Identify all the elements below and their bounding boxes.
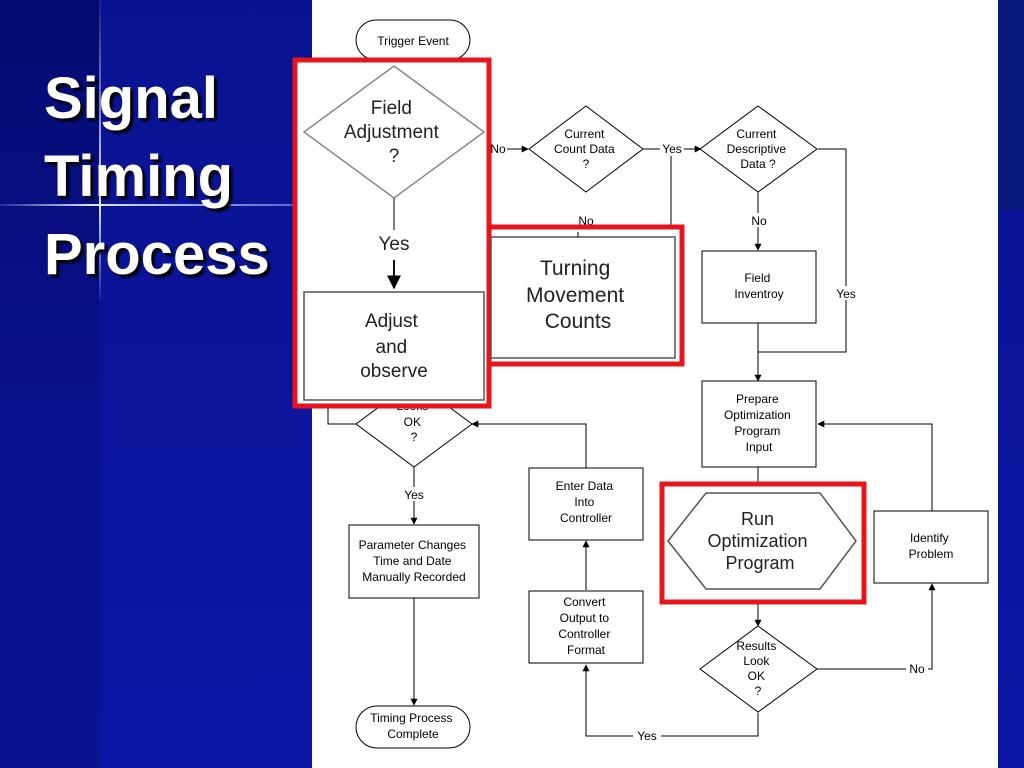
node-current-descriptive: Current Descriptive Data ? [699, 105, 818, 193]
slide-right-band [998, 0, 1024, 210]
highlight-turning-movement: Turning Movement Counts [486, 224, 685, 367]
slide-left-band [0, 0, 100, 768]
node-parameter-changes: Parameter Changes Time and Date Manually… [348, 524, 480, 599]
node-trigger-event: Trigger Event [355, 19, 471, 61]
label-yes-results: Yes [637, 729, 657, 743]
svg-text:Convert Output to: Convert Output to Controller Format [558, 595, 613, 657]
svg-text:Enter Data Into Co: Enter Data Into Controller [556, 479, 617, 525]
slide-title: Signal Timing Process [44, 60, 270, 294]
svg-text:Parameter Changes Time a: Parameter Changes Time and Date Manually… [359, 538, 470, 584]
title-line-2: Timing [44, 144, 234, 209]
highlight-field-adjustment: Field Adjustment ? Yes Adjust and observ… [292, 57, 492, 409]
svg-text:Run Optimization P: Run Optimization Program [707, 509, 812, 573]
svg-text:Identify Problem: Identify Problem [909, 531, 954, 561]
svg-text:Adjust and observe: Adjust and observe [360, 311, 428, 382]
edge-labels: No Yes No No Yes Yes No Yes [401, 142, 928, 743]
svg-text:Timing Process Complete: Timing Process Complete [370, 711, 456, 741]
svg-text:Field Inventroy: Field Inventroy [734, 271, 783, 301]
decorative-horizontal-line [0, 204, 312, 206]
label-yes-big: Yes [379, 234, 410, 255]
svg-text:Field Adjustment ?: Field Adjustment ? [344, 98, 444, 167]
svg-text:Current Descriptive: Current Descriptive Data ? [727, 127, 790, 171]
svg-text:Current Count Data: Current Count Data ? [554, 127, 618, 171]
node-identify-problem: Identify Problem [873, 510, 989, 584]
svg-text:Turning Movement C: Turning Movement Counts [526, 257, 630, 333]
title-line-1: Signal [44, 66, 219, 131]
node-results-ok: Results Look OK ? [699, 625, 818, 713]
node-field-inventory: Field Inventroy [701, 250, 817, 324]
label-yes-desc: Yes [836, 287, 856, 301]
svg-text:Trigger Event: Trigger Event [377, 34, 449, 48]
node-enter-data: Enter Data Into Controller [528, 467, 644, 541]
label-yes-looks: Yes [404, 488, 424, 502]
title-line-3: Process [44, 222, 270, 287]
highlight-run-optimization: Run Optimization Program [659, 481, 867, 605]
label-no-count: No [490, 142, 506, 156]
decorative-vertical-line [99, 0, 101, 300]
node-timing-complete: Timing Process Complete [355, 705, 471, 749]
node-prepare-input: Prepare Optimization Program Input [701, 380, 817, 468]
label-yes-count: Yes [662, 142, 682, 156]
svg-text:Results Look OK: Results Look OK ? [736, 639, 779, 698]
label-no-desc: No [751, 214, 767, 228]
svg-text:Prepare Optimization: Prepare Optimization Program Input [724, 392, 794, 454]
node-convert-output: Convert Output to Controller Format [528, 590, 644, 664]
node-current-count: Current Count Data ? [528, 105, 644, 193]
label-no-results: No [909, 662, 925, 676]
